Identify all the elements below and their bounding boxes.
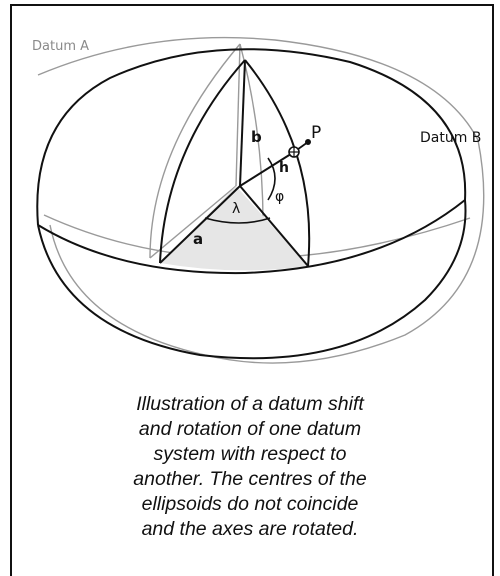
caption-line: another. The centres of the (133, 468, 367, 490)
phi-arc (267, 157, 276, 201)
datum-a-meridian-left (149, 43, 241, 259)
semi-major-a-label: a (193, 230, 203, 248)
caption-line: and rotation of one datum (138, 418, 362, 440)
datum-b-outline-top (36, 48, 467, 226)
datum-a-label: Datum A (32, 39, 89, 54)
caption-line: Illustration of a datum shift (136, 393, 364, 415)
height-h-label: h (279, 160, 289, 176)
point-p-marker (288, 139, 311, 158)
datum-b-radius-right (239, 185, 309, 267)
point-p-label: P (311, 123, 321, 143)
datum-a-outline-bottom (49, 139, 485, 364)
figure-caption: Illustration of a datum shift and rotati… (30, 392, 470, 542)
datum-b-equator (37, 199, 466, 275)
datum-b-label: Datum B (420, 130, 481, 146)
datum-b-normal-line (239, 151, 295, 187)
datum-b-semi-major-axis (159, 185, 241, 264)
datum-b-meridian-left (159, 59, 246, 264)
lambda-arc (204, 217, 271, 224)
datum-a-outline-top (37, 36, 479, 141)
semi-minor-b-label: b (251, 128, 262, 146)
phi-label: φ (275, 189, 284, 205)
datum-a-ellipsoid (37, 36, 485, 364)
caption-line: system with respect to (153, 443, 347, 465)
datum-b-outline-bottom (37, 199, 467, 360)
equatorial-sector-shade (160, 186, 308, 271)
datum-b-polar-axis (239, 59, 246, 187)
caption-line: and the axes are rotated. (141, 518, 359, 540)
datum-a-radius (149, 185, 237, 259)
lambda-label: λ (232, 201, 240, 217)
point-p-dot (305, 139, 311, 145)
caption-line: ellipsoids do not coincide (141, 493, 359, 515)
